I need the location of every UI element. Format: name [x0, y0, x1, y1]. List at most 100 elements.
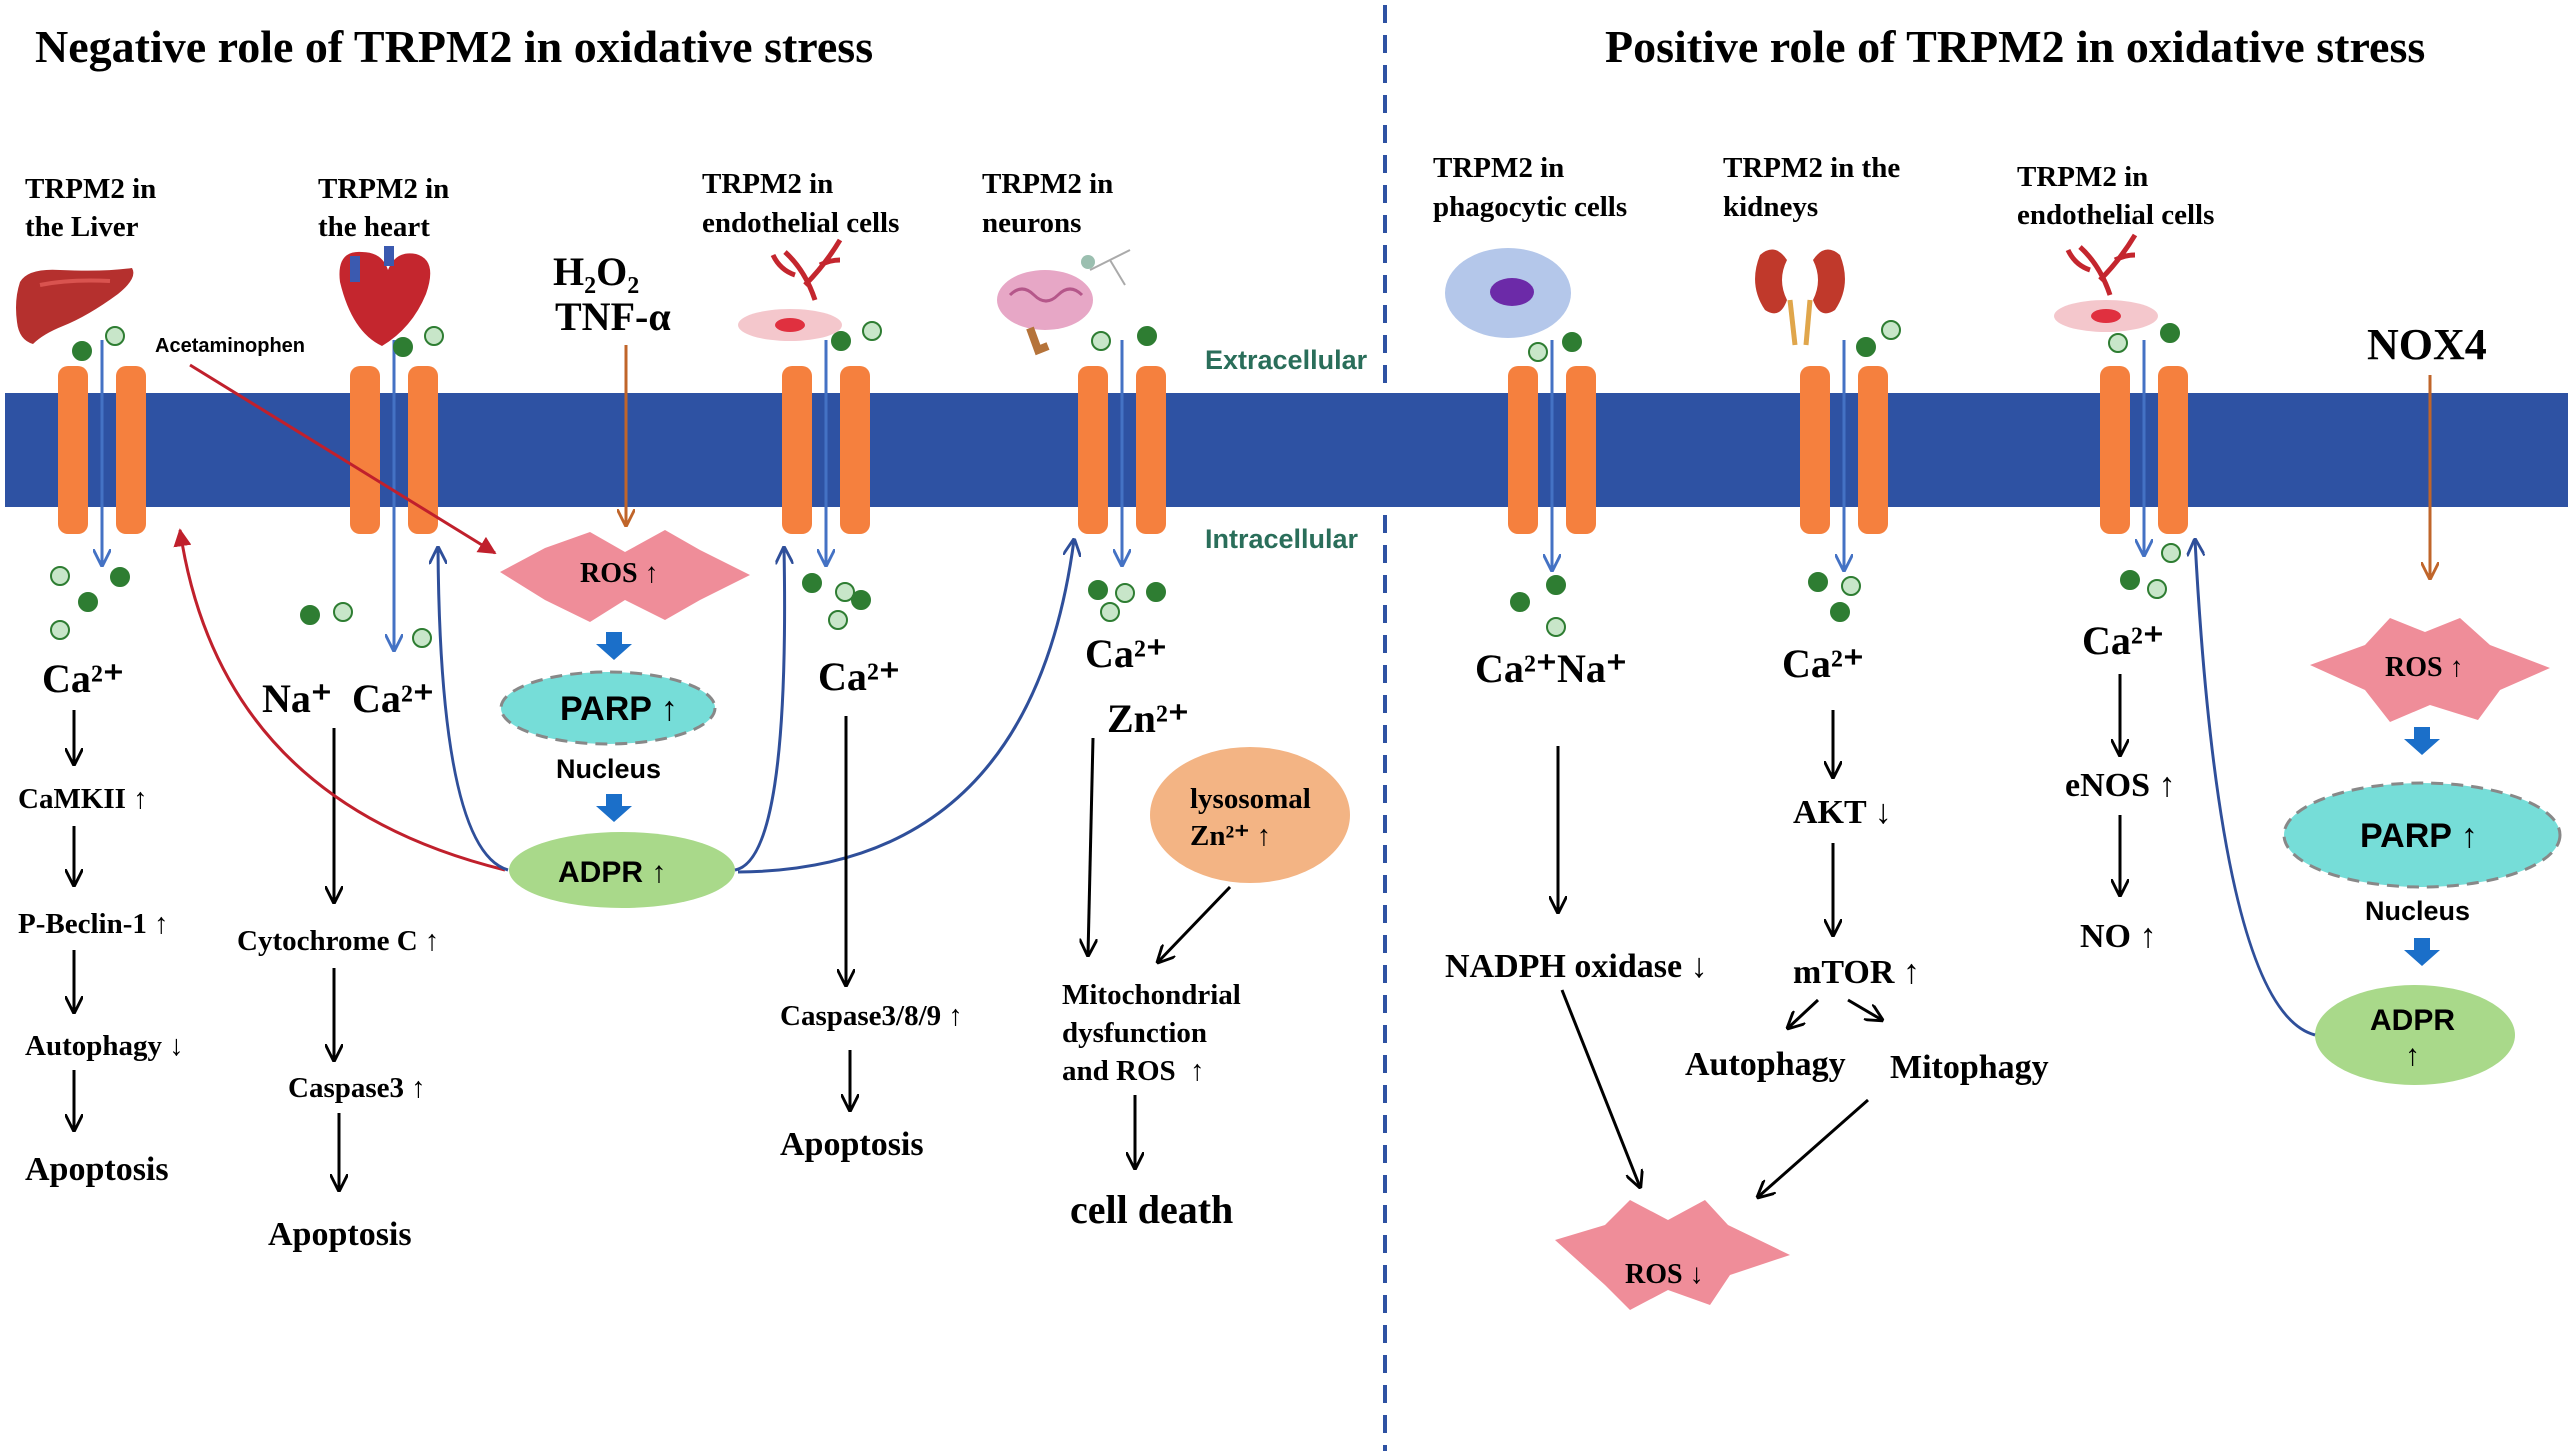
adpr-to-heart-channel-arrow — [438, 548, 509, 872]
liver-step-pbeclin: P-Beclin-1 ↑ — [18, 908, 169, 940]
trpm2-channel-liver — [58, 366, 146, 534]
neurons-ion1-label: Ca²⁺ — [1085, 631, 1167, 676]
mito-line1: Mitochondrial — [1062, 979, 1241, 1011]
lysosome-arrow — [1158, 885, 1232, 962]
zn-arrow — [1088, 737, 1093, 955]
lysosome-label-line2: Zn²⁺ ↑ — [1190, 820, 1271, 852]
ros-star-left — [500, 530, 750, 622]
cell-death-label: cell death — [1070, 1187, 1233, 1232]
left-title: Negative role of TRPM2 in oxidative stre… — [35, 21, 873, 72]
adpr-right-label-line1: ADPR — [2370, 1004, 2455, 1037]
parp-left — [499, 670, 717, 746]
heart-step-cytochrome: Cytochrome C ↑ — [237, 925, 439, 957]
kidneys-ion-label: Ca²⁺ — [1782, 641, 1864, 686]
acetaminophen-arrow — [189, 363, 497, 555]
endo-left-step-caspase: Caspase3/8/9 ↑ — [780, 1000, 963, 1032]
nucleus-to-adpr-arrow-right — [2404, 938, 2440, 966]
akt-label: AKT ↓ — [1793, 794, 1892, 831]
adpr-to-endo-right-channel-arrow — [2195, 540, 2316, 1037]
endo-left-step-apoptosis: Apoptosis — [780, 1126, 924, 1163]
acetaminophen-label: Acetaminophen — [155, 335, 305, 357]
adpr-left-label: ADPR ↑ — [558, 856, 666, 889]
nucleus-to-adpr-arrow — [596, 794, 632, 822]
no-label: NO ↑ — [2080, 918, 2157, 955]
extracellular-label: Extracellular — [1205, 345, 1368, 375]
adpr-to-endo-channel-arrow — [734, 548, 785, 872]
ros-star-right — [2310, 618, 2550, 722]
mitophagy-to-ros-arrow — [1758, 1098, 1869, 1197]
mtor-to-mitophagy-arrow — [1847, 998, 1882, 1020]
liver-header-line2: the Liver — [25, 211, 139, 243]
lysosome — [1150, 747, 1350, 883]
ros-left-label: ROS ↑ — [580, 558, 659, 589]
heart-header-line2: the heart — [318, 211, 430, 243]
heart-ion-label: Na⁺ Ca²⁺ — [262, 676, 434, 721]
kidneys-header-line2: kidneys — [1723, 191, 1818, 223]
adpr-right — [2315, 985, 2515, 1085]
ros-down-star — [1555, 1200, 1790, 1310]
endo-left-ion-label: Ca²⁺ — [818, 654, 900, 699]
parp-right — [2282, 781, 2562, 889]
stimulus-tnf: TNF-α — [555, 294, 671, 339]
nucleus-right-label: Nucleus — [2365, 896, 2470, 926]
phagocytic-ion-label: Ca²⁺Na⁺ — [1475, 646, 1627, 691]
neurons-header-line1: TRPM2 in — [982, 168, 1113, 200]
trpm2-channel-phagocytic — [1508, 366, 1596, 534]
neurons-ion2-label: Zn²⁺ — [1107, 696, 1189, 741]
ros-to-parp-arrow-right — [2404, 727, 2440, 755]
heart-icon — [339, 246, 431, 346]
endothelial-nucleus-icon-left — [775, 318, 805, 332]
ros-to-parp-arrow — [596, 632, 632, 660]
right-title: Positive role of TRPM2 in oxidative stre… — [1605, 21, 2425, 72]
phagocytic-header-line1: TRPM2 in — [1433, 152, 1564, 184]
channel-pore-arrows — [102, 340, 2144, 650]
neurons-header-line2: neurons — [982, 207, 1081, 239]
adpr-to-liver-channel-arrow — [173, 528, 506, 872]
mito-line2: dysfunction — [1062, 1017, 1207, 1049]
nadph-to-ros-arrow — [1560, 989, 1640, 1187]
blood-vessel-icon-right — [2065, 233, 2138, 296]
adpr-right-label-line2: ↑ — [2405, 1039, 2420, 1072]
liver-ion-label: Ca²⁺ — [42, 656, 124, 701]
parp-left-label: PARP ↑ — [560, 690, 678, 728]
phagocytic-nucleus-icon — [1490, 278, 1534, 306]
heart-header-line1: TRPM2 in — [318, 173, 449, 205]
trpm2-channel-neurons — [1078, 366, 1166, 534]
trpm2-channel-endothelial-left — [782, 366, 870, 534]
autophagy-label: Autophagy — [1685, 1046, 1846, 1083]
liver-header: TRPM2 in — [25, 173, 156, 205]
endo-right-header-line1: TRPM2 in — [2017, 161, 2148, 193]
liver-icon — [16, 268, 134, 344]
liver-step-camkii: CaMKII ↑ — [18, 783, 148, 815]
brain-icon — [997, 249, 1131, 356]
ros-right-label: ROS ↑ — [2385, 652, 2464, 683]
trpm2-channel-heart — [350, 366, 438, 534]
mtor-label: mTOR ↑ — [1793, 954, 1920, 991]
lysosome-label-line1: lysosomal — [1190, 783, 1311, 815]
ion-dots — [50, 320, 2181, 648]
stimulus-h2o2: H₂O₂ — [553, 249, 639, 294]
heart-step-caspase3: Caspase3 ↑ — [288, 1072, 426, 1104]
enos-label: eNOS ↑ — [2065, 767, 2176, 804]
liver-step-apoptosis: Apoptosis — [25, 1151, 169, 1188]
trpm2-channel-kidneys — [1800, 366, 1888, 534]
phagocytic-header-line2: phagocytic cells — [1433, 191, 1627, 223]
kidneys-icon — [1755, 249, 1845, 346]
endo-left-header-line1: TRPM2 in — [702, 168, 833, 200]
nucleus-left-label: Nucleus — [556, 754, 661, 784]
kidneys-header-line1: TRPM2 in the — [1723, 152, 1900, 184]
mitophagy-label: Mitophagy — [1890, 1049, 2049, 1086]
heart-step-apoptosis: Apoptosis — [268, 1216, 412, 1253]
nox4-label: NOX4 — [2367, 320, 2487, 369]
endothelial-nucleus-icon-right — [2091, 309, 2121, 323]
mtor-to-autophagy-arrow — [1788, 998, 1820, 1028]
intracellular-label: Intracellular — [1205, 524, 1359, 554]
adpr-to-neuron-channel-arrow — [737, 540, 1074, 874]
parp-right-label: PARP ↑ — [2360, 817, 2478, 855]
endo-right-ion-label: Ca²⁺ — [2082, 618, 2164, 663]
liver-step-autophagy: Autophagy ↓ — [25, 1030, 184, 1062]
endo-right-header-line2: endothelial cells — [2017, 199, 2214, 231]
endo-left-header-line2: endothelial cells — [702, 207, 899, 239]
adpr-left — [509, 832, 735, 908]
